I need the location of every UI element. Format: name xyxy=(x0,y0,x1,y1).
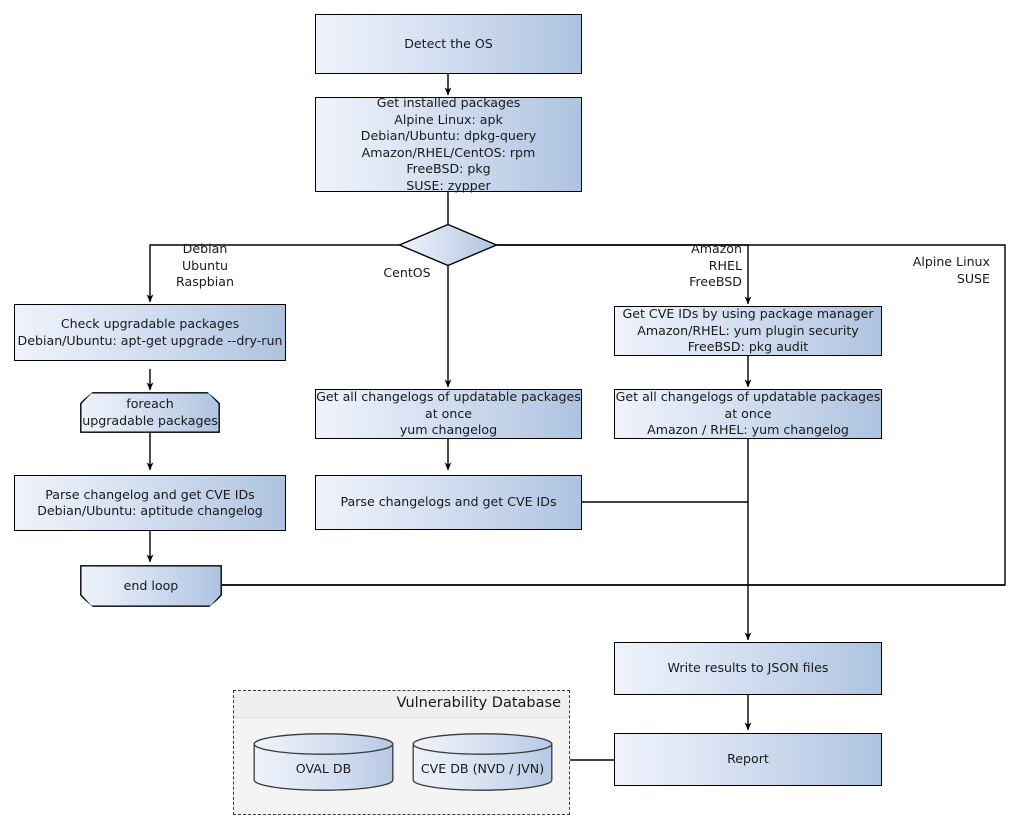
node-detect-os-label: Detect the OS xyxy=(404,35,493,51)
node-get-cve-pkgmgr[interactable]: Get CVE IDs by using package manager Ama… xyxy=(614,306,882,356)
node-detect-os[interactable]: Detect the OS xyxy=(315,14,582,74)
database-cve-db-label: CVE DB (NVD / JVN) xyxy=(420,761,545,776)
database-oval-db-label: OVAL DB xyxy=(295,761,352,776)
node-end-loop-label: end loop xyxy=(123,577,179,593)
database-cve-db[interactable]: CVE DB (NVD / JVN) xyxy=(412,733,553,791)
node-foreach-loop[interactable]: foreach upgradable packages xyxy=(80,392,220,433)
node-write-json-label: Write results to JSON files xyxy=(667,660,829,676)
diamond-shape xyxy=(398,223,498,267)
node-check-upgradable[interactable]: Check upgradable packages Debian/Ubuntu:… xyxy=(14,304,286,361)
node-get-installed-packages[interactable]: Get installed packages Alpine Linux: apk… xyxy=(315,95,582,193)
node-get-cve-pkgmgr-label: Get CVE IDs by using package manager Ama… xyxy=(622,306,874,355)
node-parse-changelog-debian[interactable]: Parse changelog and get CVE IDs Debian/U… xyxy=(14,475,286,531)
branch-label-debian: Debian Ubuntu Raspbian xyxy=(176,241,234,289)
node-changelogs-centos-label: Get all changelogs of updatable packages… xyxy=(316,389,581,438)
database-oval-db[interactable]: OVAL DB xyxy=(253,733,394,791)
node-changelogs-amazon[interactable]: Get all changelogs of updatable packages… xyxy=(614,389,882,439)
vulnerability-database-titlebar xyxy=(234,691,569,718)
node-report-label: Report xyxy=(727,751,769,767)
branch-label-alpine: Alpine Linux SUSE xyxy=(912,254,990,286)
node-write-json[interactable]: Write results to JSON files xyxy=(614,642,882,695)
cylinder-shape xyxy=(253,733,394,791)
node-changelogs-centos[interactable]: Get all changelogs of updatable packages… xyxy=(315,389,582,439)
node-os-decision[interactable] xyxy=(398,223,498,267)
node-parse-changelogs-centos[interactable]: Parse changelogs and get CVE IDs xyxy=(315,475,582,530)
branch-label-centos: CentOS xyxy=(383,265,431,280)
cylinder-shape xyxy=(412,733,553,791)
vulnerability-database-group: Vulnerability Database OVAL DB xyxy=(233,690,570,815)
node-end-loop[interactable]: end loop xyxy=(80,565,222,607)
branch-label-amazon: Amazon RHEL FreeBSD xyxy=(689,241,742,289)
node-get-installed-packages-label: Get installed packages Alpine Linux: apk… xyxy=(360,95,537,193)
node-report[interactable]: Report xyxy=(614,733,882,786)
node-os-decision-label xyxy=(398,223,498,267)
node-parse-changelog-debian-label: Parse changelog and get CVE IDs Debian/U… xyxy=(37,486,263,519)
node-check-upgradable-label: Check upgradable packages Debian/Ubuntu:… xyxy=(17,316,283,348)
node-foreach-loop-label: foreach upgradable packages xyxy=(82,396,218,428)
node-parse-changelogs-centos-label: Parse changelogs and get CVE IDs xyxy=(340,494,557,510)
vulnerability-database-title: Vulnerability Database xyxy=(396,695,561,711)
node-changelogs-amazon-label: Get all changelogs of updatable packages… xyxy=(615,389,881,438)
